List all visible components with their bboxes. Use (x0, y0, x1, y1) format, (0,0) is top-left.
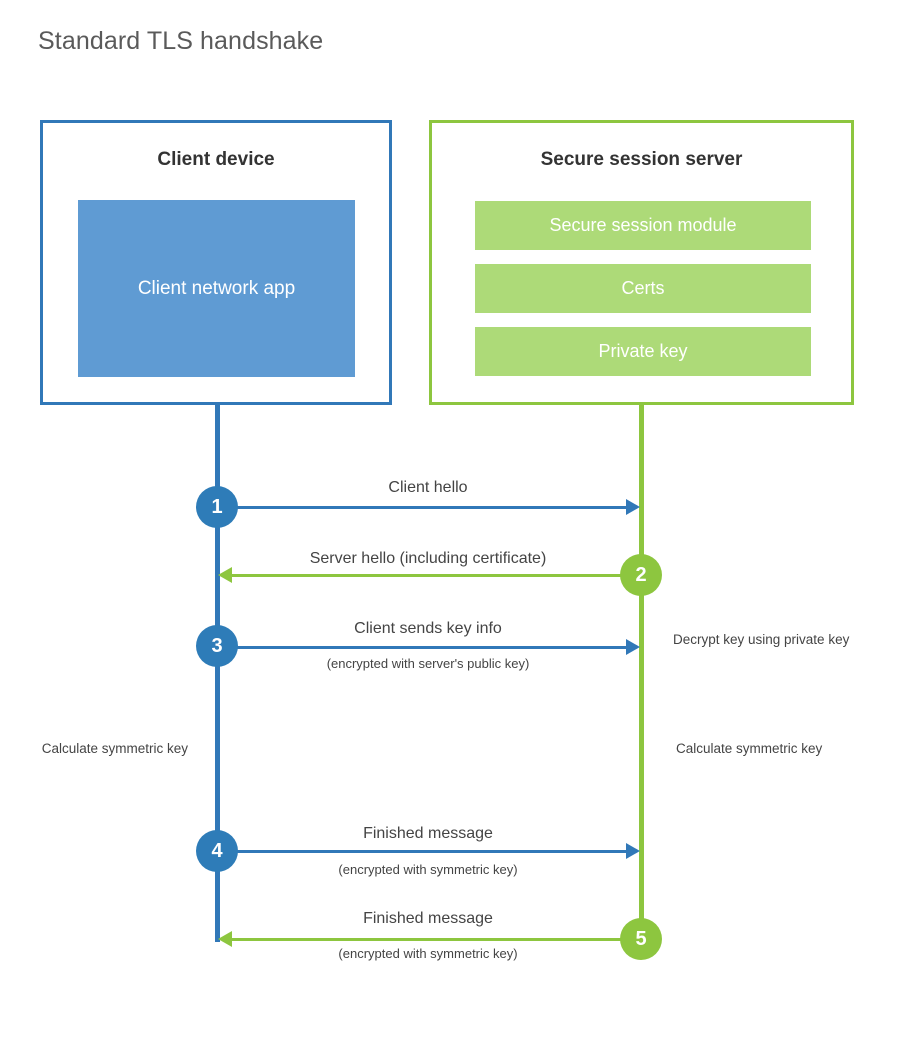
client-device-box: Client device Client network app (40, 120, 392, 405)
message-label-step-5: Finished message (363, 910, 493, 927)
arrow-head-right-icon (626, 843, 640, 859)
message-sublabel-step-4: (encrypted with symmetric key) (338, 862, 518, 877)
client-device-title: Client device (157, 149, 275, 170)
page-title: Standard TLS handshake (38, 27, 324, 55)
arrow-shaft (216, 646, 626, 649)
secure-session-server-box: Secure session server Secure session mod… (429, 120, 854, 405)
message-sublabel-step-5: (encrypted with symmetric key) (338, 946, 518, 961)
arrow-shaft (216, 850, 626, 853)
step-circle-1: 1 (196, 486, 238, 528)
arrow-shaft (232, 938, 624, 941)
step-circle-4: 4 (196, 830, 238, 872)
arrow-head-right-icon (626, 499, 640, 515)
step-circle-3: 3 (196, 625, 238, 667)
message-label-step-1: Client hello (388, 479, 468, 496)
step-circle-2: 2 (620, 554, 662, 596)
secure-session-server-title: Secure session server (540, 149, 743, 170)
message-sublabel-step-3: (encrypted with server's public key) (326, 656, 530, 671)
annotation-decrypt-key: Decrypt key using private key (673, 632, 850, 647)
server-module-private-key: Private key (475, 327, 811, 376)
arrow-shaft (232, 574, 624, 577)
client-lifeline (215, 403, 220, 942)
annotation-calculate-symmetric-key-client: Calculate symmetric key (41, 741, 188, 756)
step-circle-5: 5 (620, 918, 662, 960)
arrow-head-left-icon (218, 567, 232, 583)
arrow-head-right-icon (626, 639, 640, 655)
message-label-step-2: Server hello (including certificate) (309, 550, 547, 567)
server-module-certs: Certs (475, 264, 811, 313)
server-module-secure-session-module: Secure session module (475, 201, 811, 250)
message-label-step-3: Client sends key info (354, 620, 502, 637)
message-label-step-4: Finished message (363, 825, 493, 842)
annotation-calculate-symmetric-key-server: Calculate symmetric key (676, 741, 823, 756)
server-lifeline (639, 403, 644, 942)
arrow-shaft (216, 506, 626, 509)
arrow-head-left-icon (218, 931, 232, 947)
client-network-app-block: Client network app (78, 200, 355, 377)
